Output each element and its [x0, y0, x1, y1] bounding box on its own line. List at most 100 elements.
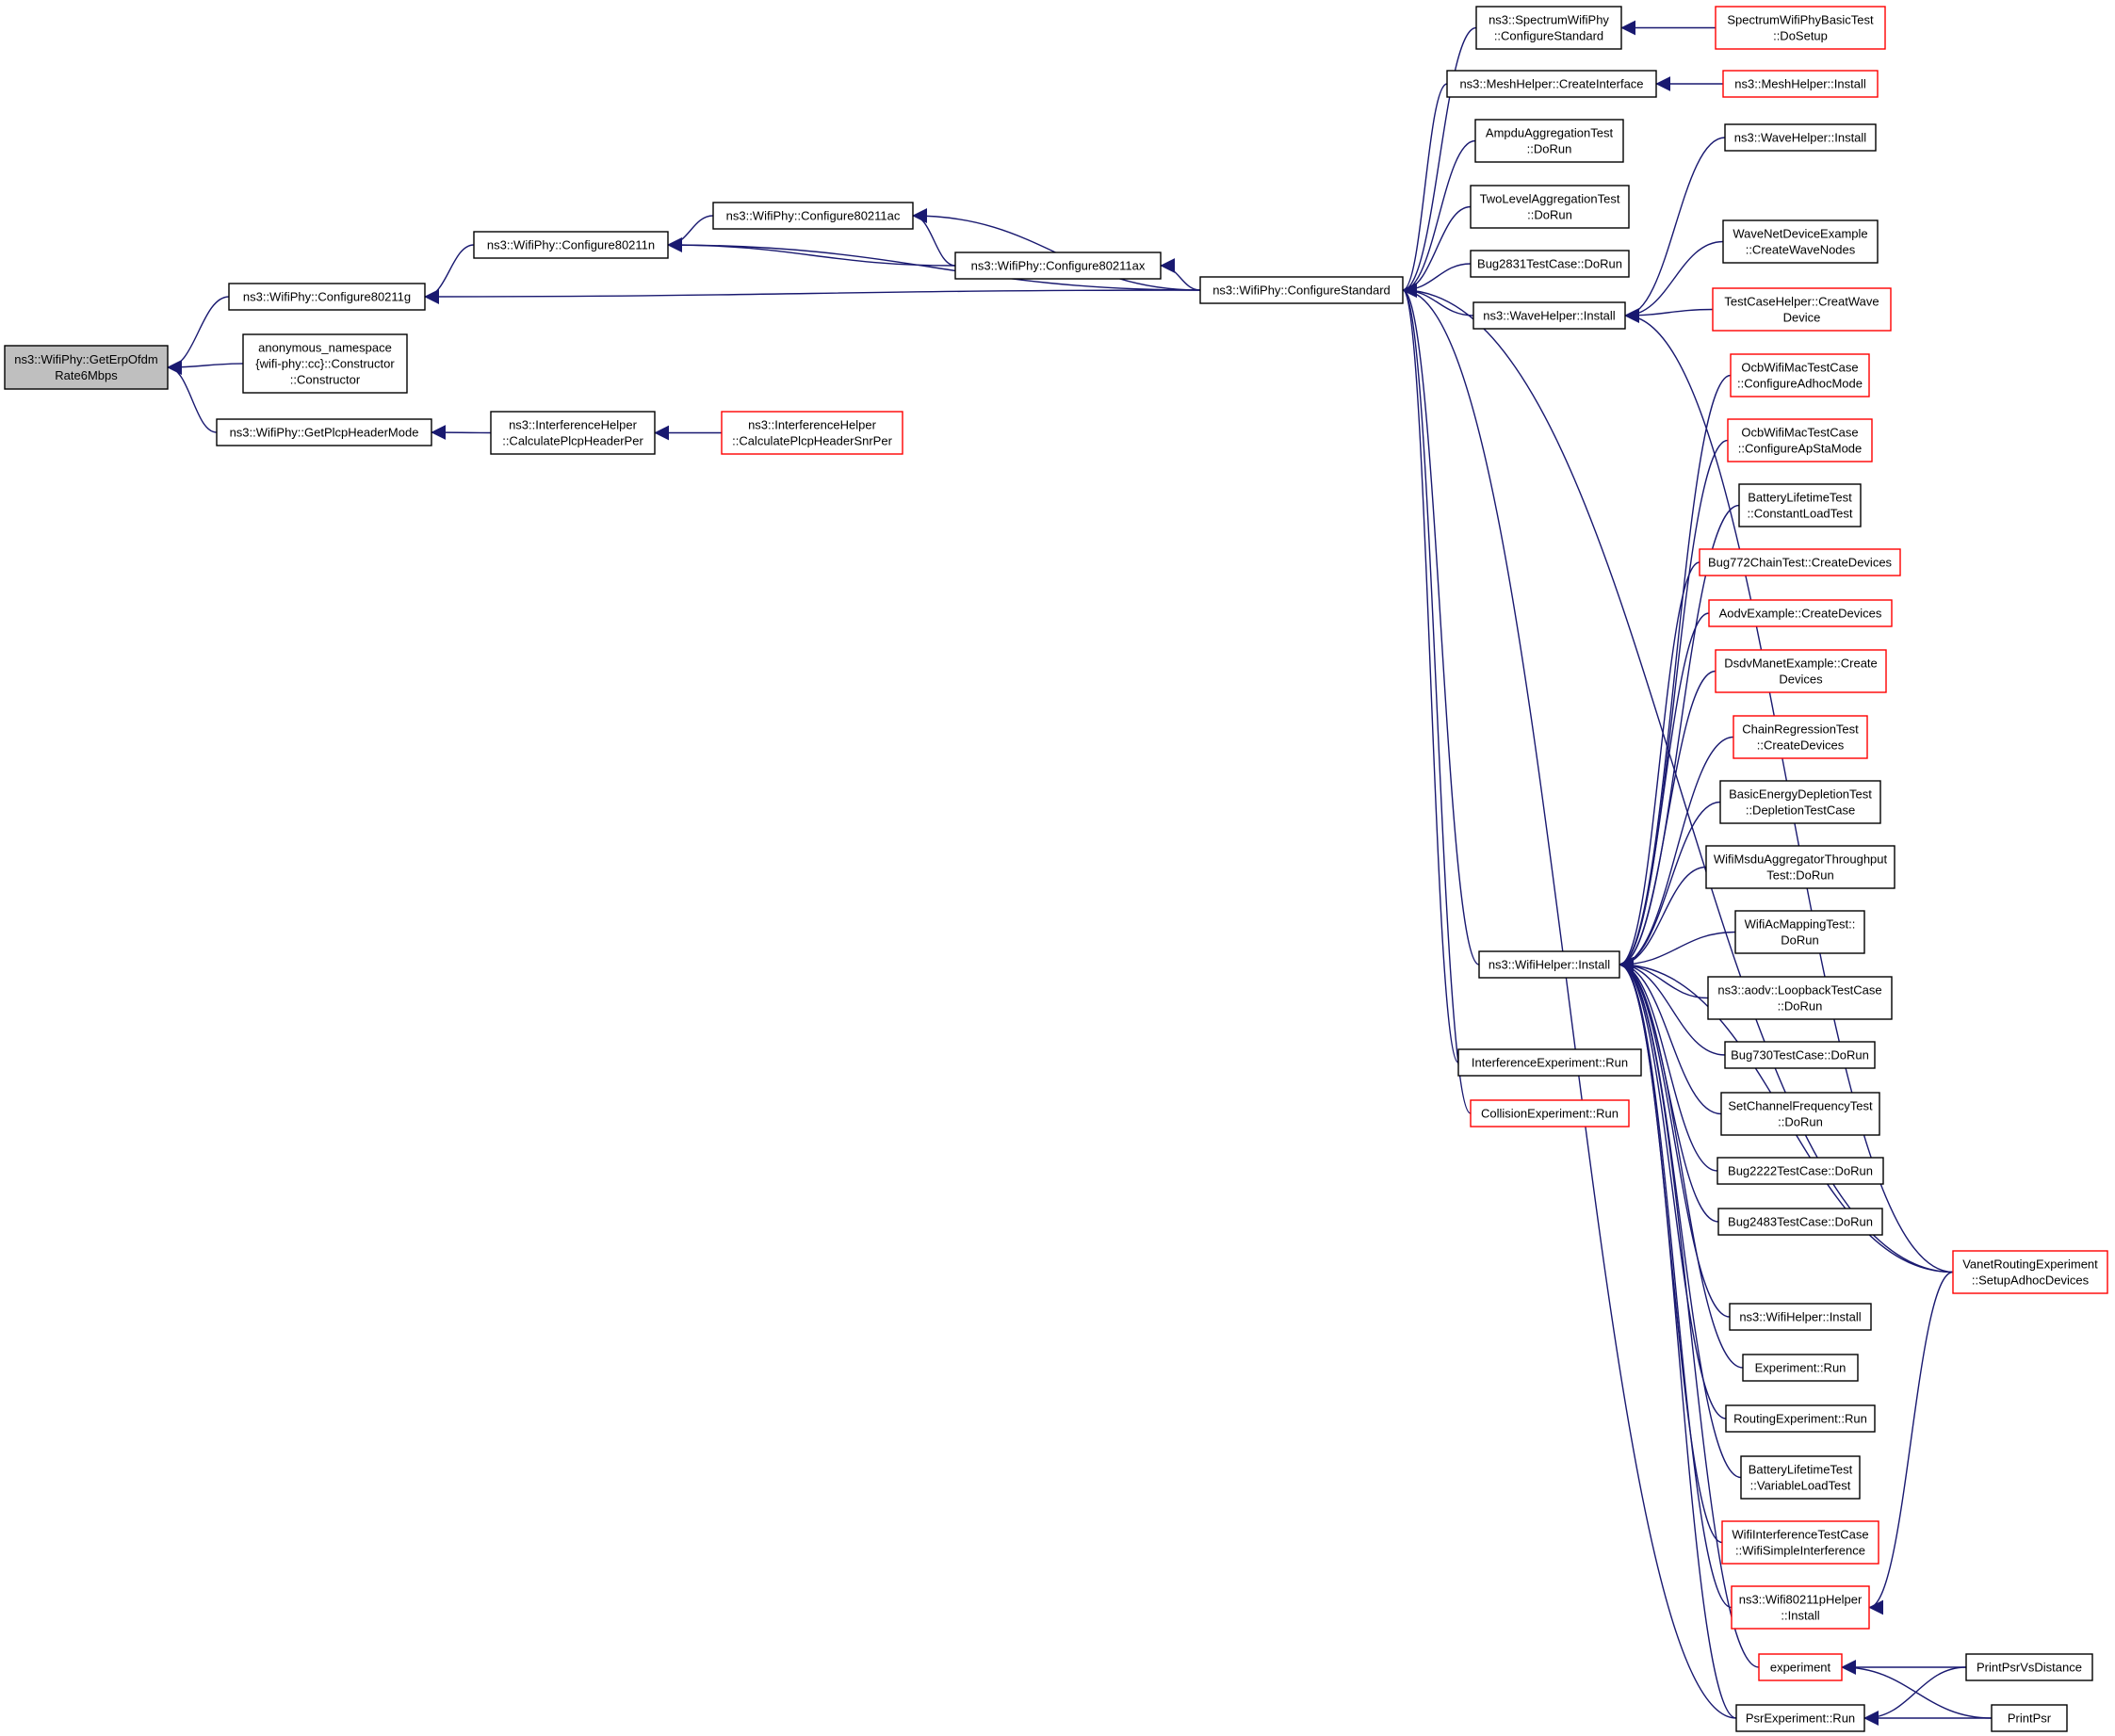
- graph-node-n2[interactable]: anonymous_namespace{wifi-phy::cc}::Const…: [242, 333, 408, 394]
- graph-node-n42[interactable]: RoutingExperiment::Run: [1725, 1404, 1876, 1433]
- graph-node-n3[interactable]: ns3::WifiPhy::GetPlcpHeaderMode: [216, 418, 432, 446]
- graph-node-n46[interactable]: experiment: [1758, 1653, 1843, 1681]
- node-box[interactable]: [1199, 276, 1404, 304]
- node-box[interactable]: [1712, 287, 1892, 332]
- graph-node-n33[interactable]: WifiAcMappingTest::DoRun: [1734, 910, 1865, 954]
- node-box[interactable]: [1742, 1354, 1859, 1382]
- node-box[interactable]: [1715, 6, 1886, 50]
- graph-node-n43[interactable]: BatteryLifetimeTest::VariableLoadTest: [1740, 1455, 1861, 1500]
- graph-node-n21[interactable]: ns3::WaveHelper::Install: [1724, 123, 1877, 152]
- node-box[interactable]: [1474, 119, 1624, 163]
- graph-node-n27[interactable]: Bug772ChainTest::CreateDevices: [1699, 548, 1901, 576]
- node-box[interactable]: [216, 418, 432, 446]
- graph-node-n35[interactable]: Bug730TestCase::DoRun: [1724, 1041, 1876, 1069]
- graph-node-n25[interactable]: OcbWifiMacTestCase::ConfigureApStaMode: [1727, 418, 1873, 462]
- node-box[interactable]: [1758, 1653, 1843, 1681]
- node-box[interactable]: [1952, 1250, 2108, 1294]
- node-box[interactable]: [712, 202, 914, 230]
- node-box[interactable]: [1472, 301, 1626, 330]
- node-box[interactable]: [954, 251, 1162, 280]
- graph-node-n40[interactable]: ns3::WifiHelper::Install: [1729, 1303, 1872, 1331]
- graph-node-n44[interactable]: WifiInterferenceTestCase::WifiSimpleInte…: [1721, 1520, 1879, 1565]
- node-box[interactable]: [1740, 1455, 1861, 1500]
- graph-node-n22[interactable]: WaveNetDeviceExample::CreateWaveNodes: [1722, 219, 1879, 264]
- node-box[interactable]: [1722, 219, 1879, 264]
- node-box[interactable]: [4, 345, 169, 390]
- node-box[interactable]: [1729, 1303, 1872, 1331]
- graph-node-n49[interactable]: PrintPsr: [1991, 1704, 2068, 1732]
- graph-node-n41[interactable]: Experiment::Run: [1742, 1354, 1859, 1382]
- node-box[interactable]: [1707, 976, 1893, 1020]
- graph-node-n7[interactable]: ns3::WifiPhy::Configure80211ax: [954, 251, 1162, 280]
- node-box[interactable]: [1478, 950, 1620, 979]
- node-box[interactable]: [490, 411, 656, 455]
- node-box[interactable]: [1705, 845, 1895, 889]
- node-box[interactable]: [473, 231, 669, 259]
- node-box[interactable]: [1727, 418, 1873, 462]
- node-box[interactable]: [1725, 1404, 1876, 1433]
- graph-node-n39[interactable]: VanetRoutingExperiment::SetupAdhocDevice…: [1952, 1250, 2108, 1294]
- graph-node-n1[interactable]: ns3::WifiPhy::Configure80211g: [228, 283, 426, 311]
- node-box[interactable]: [1716, 1157, 1884, 1185]
- graph-node-n4[interactable]: ns3::WifiPhy::Configure80211n: [473, 231, 669, 259]
- node-box[interactable]: [721, 411, 903, 455]
- graph-node-n12[interactable]: AmpduAggregationTest::DoRun: [1474, 119, 1624, 163]
- graph-node-n10[interactable]: ns3::SpectrumWifiPhy::ConfigureStandard: [1475, 6, 1622, 50]
- node-box[interactable]: [1470, 250, 1630, 278]
- graph-node-n31[interactable]: BasicEnergyDepletionTest::DepletionTestC…: [1719, 780, 1881, 824]
- node-box[interactable]: [1475, 6, 1622, 50]
- node-box[interactable]: [1724, 1041, 1876, 1069]
- node-box[interactable]: [228, 283, 426, 311]
- graph-node-n15[interactable]: ns3::WaveHelper::Install: [1472, 301, 1626, 330]
- graph-node-n45[interactable]: ns3::Wifi80211pHelper::Install: [1731, 1585, 1870, 1630]
- node-box[interactable]: [242, 333, 408, 394]
- node-box[interactable]: [1457, 1048, 1642, 1077]
- graph-node-n19[interactable]: SpectrumWifiPhyBasicTest::DoSetup: [1715, 6, 1886, 50]
- graph-node-n6[interactable]: ns3::WifiPhy::Configure80211ac: [712, 202, 914, 230]
- node-box[interactable]: [1719, 780, 1881, 824]
- node-box[interactable]: [1991, 1704, 2068, 1732]
- graph-node-n11[interactable]: ns3::MeshHelper::CreateInterface: [1446, 70, 1657, 98]
- graph-node-n20[interactable]: ns3::MeshHelper::Install: [1722, 70, 1879, 98]
- graph-node-n13[interactable]: TwoLevelAggregationTest::DoRun: [1470, 185, 1630, 229]
- node-box[interactable]: [1715, 649, 1887, 693]
- graph-node-n8[interactable]: ns3::InterferenceHelper::CalculatePlcpHe…: [721, 411, 903, 455]
- node-box[interactable]: [1720, 1092, 1880, 1136]
- graph-node-n26[interactable]: BatteryLifetimeTest::ConstantLoadTest: [1738, 483, 1862, 527]
- graph-node-n47[interactable]: PsrExperiment::Run: [1735, 1704, 1865, 1732]
- graph-node-n34[interactable]: ns3::aodv::LoopbackTestCase::DoRun: [1707, 976, 1893, 1020]
- node-box[interactable]: [1470, 185, 1630, 229]
- node-box[interactable]: [1738, 483, 1862, 527]
- graph-node-n5[interactable]: ns3::InterferenceHelper::CalculatePlcpHe…: [490, 411, 656, 455]
- node-box[interactable]: [1724, 123, 1877, 152]
- graph-node-n16[interactable]: ns3::WifiHelper::Install: [1478, 950, 1620, 979]
- graph-node-n48[interactable]: PrintPsrVsDistance: [1965, 1653, 2093, 1681]
- node-box[interactable]: [1735, 1704, 1865, 1732]
- graph-node-n37[interactable]: Bug2222TestCase::DoRun: [1716, 1157, 1884, 1185]
- node-box[interactable]: [1722, 70, 1879, 98]
- node-box[interactable]: [1965, 1653, 2093, 1681]
- graph-node-n38[interactable]: Bug2483TestCase::DoRun: [1717, 1208, 1883, 1236]
- node-box[interactable]: [1721, 1520, 1879, 1565]
- node-box[interactable]: [1733, 715, 1868, 759]
- node-box[interactable]: [1470, 1099, 1630, 1128]
- node-box[interactable]: [1730, 353, 1870, 397]
- node-box[interactable]: [1731, 1585, 1870, 1630]
- node-box[interactable]: [1734, 910, 1865, 954]
- graph-node-n30[interactable]: ChainRegressionTest::CreateDevices: [1733, 715, 1868, 759]
- node-box[interactable]: [1699, 548, 1901, 576]
- graph-node-n28[interactable]: AodvExample::CreateDevices: [1708, 599, 1893, 627]
- graph-node-n24[interactable]: OcbWifiMacTestCase::ConfigureAdhocMode: [1730, 353, 1870, 397]
- node-box[interactable]: [1717, 1208, 1883, 1236]
- graph-node-n9[interactable]: ns3::WifiPhy::ConfigureStandard: [1199, 276, 1404, 304]
- node-box[interactable]: [1446, 70, 1657, 98]
- graph-node-n17[interactable]: InterferenceExperiment::Run: [1457, 1048, 1642, 1077]
- graph-node-n18[interactable]: CollisionExperiment::Run: [1470, 1099, 1630, 1128]
- graph-node-n36[interactable]: SetChannelFrequencyTest::DoRun: [1720, 1092, 1880, 1136]
- node-box[interactable]: [1708, 599, 1893, 627]
- graph-node-n29[interactable]: DsdvManetExample::CreateDevices: [1715, 649, 1887, 693]
- graph-node-n14[interactable]: Bug2831TestCase::DoRun: [1470, 250, 1630, 278]
